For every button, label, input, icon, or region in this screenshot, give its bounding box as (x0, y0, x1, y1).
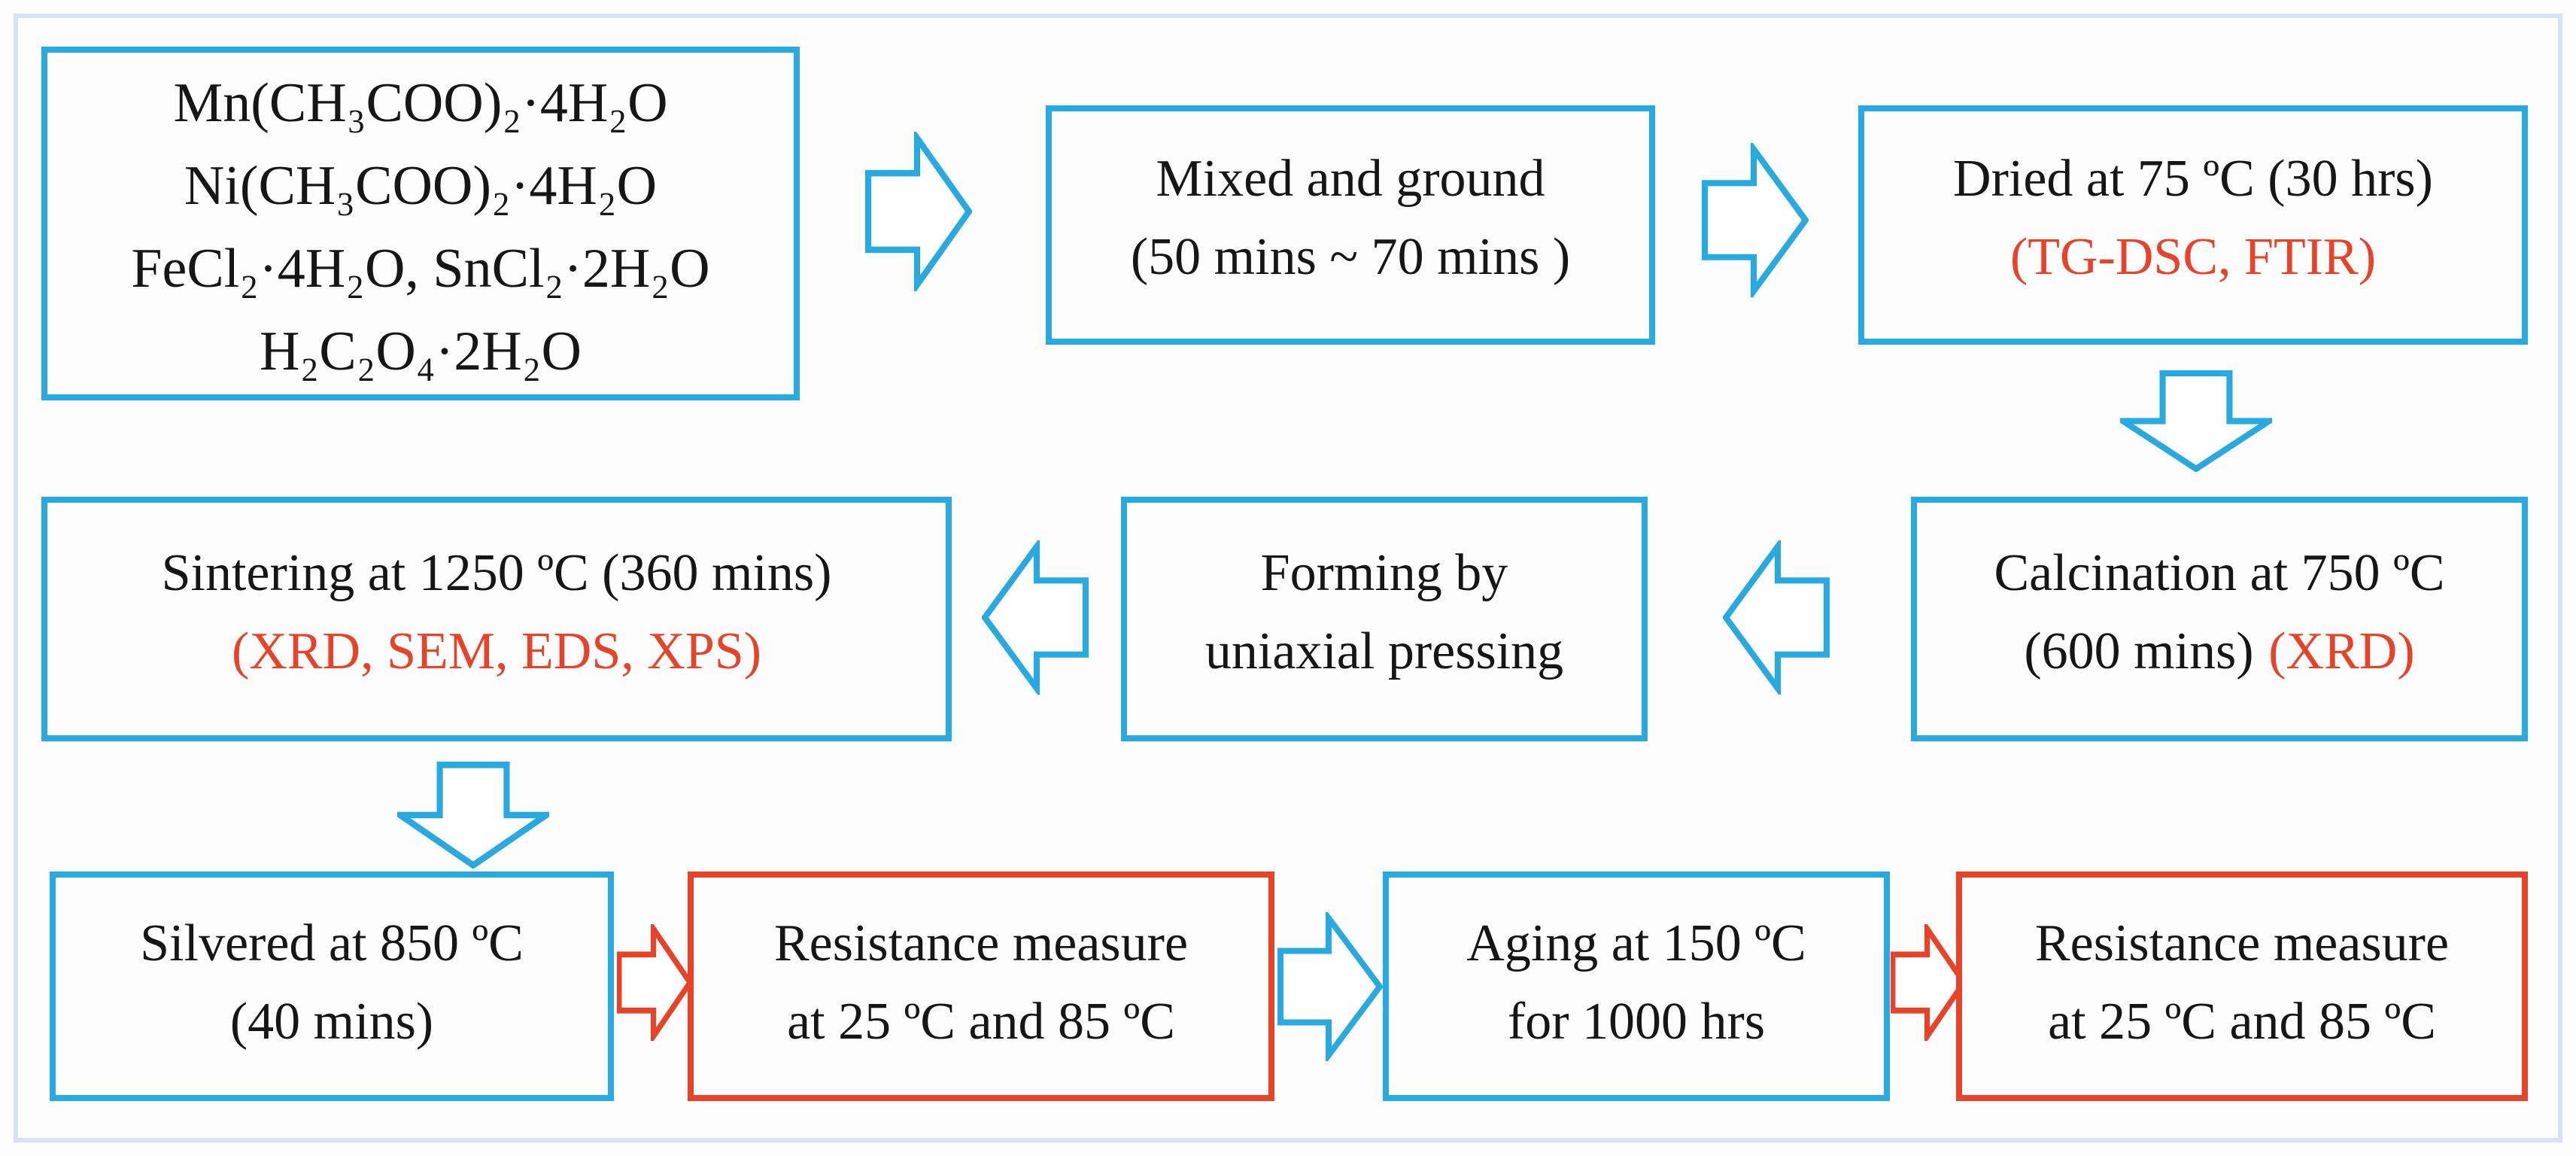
box-resistance-initial: Resistance measure at 25 ºC and 85 ºC (688, 872, 1274, 1101)
box-aging: Aging at 150 ºC for 1000 hrs (1383, 872, 1890, 1101)
box-calcination: Calcination at 750 ºC (600 mins)(XRD) (1911, 497, 2528, 741)
arrow-left-icon (982, 540, 1089, 695)
box-sintering: Sintering at 1250 ºC (360 mins) (XRD, SE… (41, 497, 952, 741)
step-text: Sintering at 1250 ºC (360 mins) (161, 544, 832, 602)
step-duration: (600 mins) (2024, 622, 2254, 680)
box-resistance-after-aging: Resistance measure at 25 ºC and 85 ºC (1956, 872, 2528, 1101)
arrow-right-icon (617, 924, 692, 1041)
box-silvered: Silvered at 850 ºC (40 mins) (50, 872, 614, 1101)
step-detail: (50 mins ~ 70 mins ) (1130, 228, 1571, 286)
step-text: uniaxial pressing (1204, 622, 1564, 680)
arrow-down-icon (2120, 370, 2272, 472)
precursor-formula: Mn(CH₃COO)₂·4H₂O (173, 72, 668, 134)
step-text: Dried at 75 ºC (30 hrs) (1953, 150, 2433, 208)
step-detail: at 25 ºC and 85 ºC (2048, 993, 2436, 1051)
box-mixed-ground: Mixed and ground (50 mins ~ 70 mins ) (1046, 105, 1655, 345)
step-text: Resistance measure (773, 914, 1189, 972)
step-text: Aging at 150 ºC (1466, 914, 1806, 972)
step-text: Mixed and ground (1156, 150, 1545, 208)
outer-frame (14, 14, 2562, 1142)
arrow-right-icon (1277, 912, 1383, 1061)
step-text: Resistance measure (2034, 914, 2450, 972)
arrow-left-icon (1723, 540, 1830, 695)
step-text: Forming by (1260, 544, 1508, 602)
arrow-right-icon (1702, 143, 1809, 297)
step-detail: at 25 ºC and 85 ºC (787, 993, 1175, 1051)
precursor-formula: FeCl₂·4H₂O, SnCl₂·2H₂O (131, 238, 710, 300)
step-text: Calcination at 750 ºC (1994, 544, 2445, 602)
arrow-down-icon (397, 762, 549, 869)
step-detail: (40 mins) (229, 993, 434, 1051)
step-detail: (600 mins)(XRD) (1917, 613, 2522, 691)
arrow-right-icon (865, 132, 972, 291)
box-forming: Forming by uniaxial pressing (1121, 497, 1648, 741)
analysis-methods: (TG-DSC, FTIR) (2009, 228, 2377, 286)
analysis-methods: (XRD) (2268, 622, 2415, 680)
box-dried: Dried at 75 ºC (30 hrs) (TG-DSC, FTIR) (1858, 105, 2528, 345)
precursor-formula: H₂C₂O₄·2H₂O (260, 321, 582, 382)
step-text: Silvered at 850 ºC (140, 914, 524, 972)
arrow-right-icon (1891, 924, 1966, 1041)
precursor-formula: Ni(CH₃COO)₂·4H₂O (184, 155, 658, 217)
step-detail: for 1000 hrs (1507, 993, 1766, 1051)
analysis-methods: (XRD, SEM, EDS, XPS) (232, 622, 761, 680)
box-precursors: Mn(CH₃COO)₂·4H₂O Ni(CH₃COO)₂·4H₂O FeCl₂·… (41, 47, 800, 400)
